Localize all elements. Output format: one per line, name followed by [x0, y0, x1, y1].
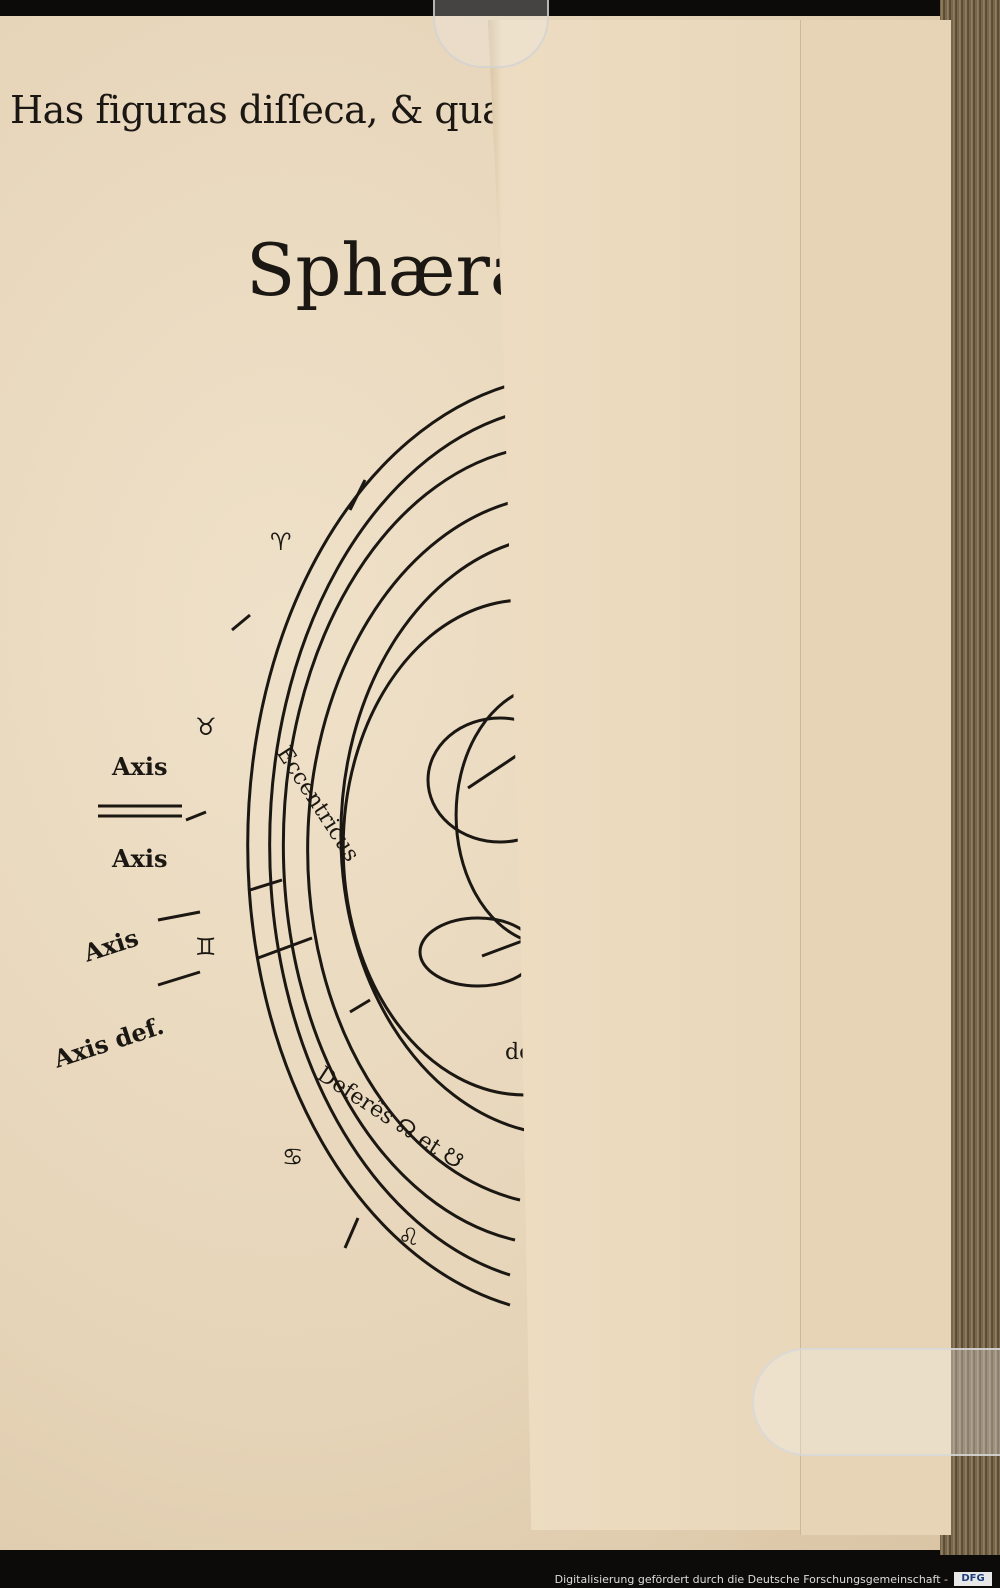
glass-clip-bottom [752, 1348, 1000, 1456]
axis-label-1: Axis [112, 752, 168, 781]
epicycle-bottom [418, 916, 538, 988]
zodiac-sign-leo: ♌ [398, 1223, 420, 1251]
paper-flap-edge [800, 20, 951, 1535]
paper-flap-overlay [488, 20, 848, 1530]
armillary-sphere-diagram: ♈ ♉ ♊ ♋ ♌ [98, 383, 560, 1307]
zodiac-sign-cancer: ♋ [282, 1143, 304, 1171]
deferens-ring [306, 498, 521, 1202]
axis-label-2: Axis [112, 844, 168, 873]
eccentric-ring-inner [341, 598, 526, 1097]
scan-footer-bar [0, 1555, 1000, 1588]
axis-line-4 [157, 970, 201, 987]
dfg-logo: DFG [954, 1572, 992, 1586]
digitization-credit: Digitalisierung gefördert durch die Deut… [554, 1573, 948, 1586]
zodiac-sign-gemini: ♊ [195, 933, 217, 961]
zodiac-sign-aries: ♈ [270, 528, 292, 556]
eccentric-ring-outer [339, 538, 526, 1132]
outer-ring [246, 383, 511, 1307]
zodiac-sign-taurus: ♉ [195, 713, 217, 741]
axis-line-3 [157, 910, 201, 922]
diagram-title: Sphæra [246, 228, 533, 312]
outer-ring-inner [268, 413, 511, 1277]
zodiac-band-inner [281, 448, 516, 1242]
running-header-text: Has figuras diſſeca, & quan [10, 88, 529, 132]
epicycle-top [426, 716, 560, 844]
